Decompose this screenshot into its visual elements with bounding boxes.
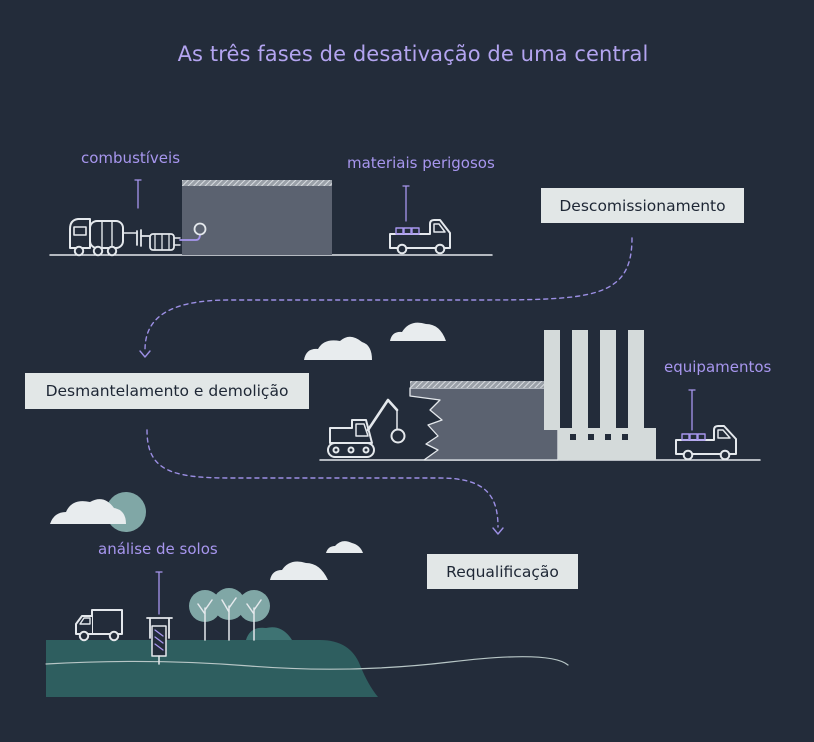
scene-requalification [45,492,569,697]
cloud-icon [50,499,126,524]
wrecking-ball-icon [390,428,406,444]
water-line [45,656,569,670]
callout-label-equipamentos: equipamentos [664,358,772,376]
truck-icon [75,609,123,642]
cloud-icon [390,322,446,341]
arrowhead [492,527,504,535]
building-icon [182,180,332,255]
flow-arrow-2 [146,429,499,528]
page-title: As três fases de desativação de uma cent… [177,42,649,66]
callout-marker [155,571,163,615]
cloud-icon [304,336,372,360]
tree-icon [189,588,270,641]
phase-dismantling-demolition: Desmantelamento e demolição [25,373,309,409]
shrub [246,627,292,640]
scene-demolition [304,322,761,461]
land [46,640,378,697]
arrowhead [139,350,151,358]
drill-icon [146,617,173,665]
callout-label-materiais-perigosos: materiais perigosos [347,154,495,172]
pickup-truck-icon [675,425,737,461]
excavator-icon [327,398,399,458]
cloud-icon [270,561,328,580]
ruined-building-icon [409,381,559,461]
phase-requalification: Requalificação [427,554,578,589]
chimney-icon [544,330,656,460]
flow-arrow-1 [144,237,633,351]
callout-marker [134,179,142,209]
cloud-icon [326,541,363,553]
callout-marker [402,185,410,222]
pipeline-icon [136,222,207,251]
callout-marker [688,389,696,431]
tanker-truck-icon [69,218,138,257]
callout-label-combustiveis: combustíveis [81,149,181,167]
callout-label-analise-de-solos: análise de solos [98,540,218,558]
pickup-truck-icon [389,219,451,255]
phase-decommissioning: Descomissionamento [541,188,744,223]
scene-decommissioning [49,179,493,257]
